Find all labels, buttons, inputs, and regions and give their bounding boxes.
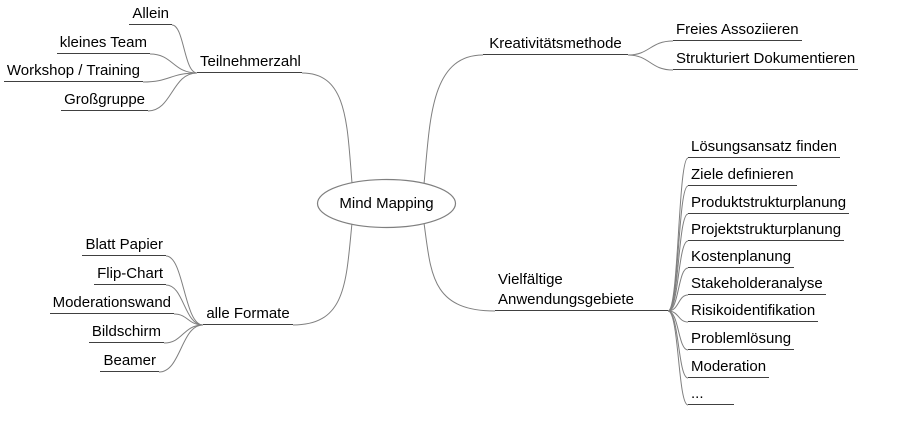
root-ellipse[interactable]: [316, 178, 457, 229]
node-problemloesung[interactable]: Problemlösung: [688, 329, 795, 350]
edge: [142, 72, 198, 83]
node-kostenplanung[interactable]: Kostenplanung: [688, 247, 795, 268]
edge-root-alle-formate: [292, 222, 353, 326]
edge: [667, 294, 689, 312]
node-ziele-definieren[interactable]: Ziele definieren: [688, 165, 797, 186]
node-beamer[interactable]: Beamer: [100, 351, 159, 372]
node-kreativitaetsmethode[interactable]: Kreativitätsmethode: [483, 34, 628, 55]
node-freies-assoziieren[interactable]: Freies Assoziieren: [673, 20, 802, 41]
edge: [667, 240, 689, 312]
edge: [667, 213, 689, 312]
node-kleines-team[interactable]: kleines Team: [56, 33, 150, 54]
node-blatt-papier[interactable]: Blatt Papier: [82, 235, 166, 256]
node-moderation[interactable]: Moderation: [688, 357, 770, 378]
edge: [627, 54, 674, 71]
node-produktstrukturplanung[interactable]: Produktstrukturplanung: [688, 193, 850, 214]
edge: [171, 24, 198, 74]
edge: [165, 284, 204, 326]
edge: [667, 310, 689, 406]
node-projektstrukturplanung[interactable]: Projektstrukturplanung: [688, 220, 845, 241]
edge: [667, 185, 689, 312]
node-allein[interactable]: Allein: [129, 4, 172, 25]
edge-root-kreativitaetsmethode: [423, 54, 484, 185]
edge-root-anwendungsgebiete: [423, 222, 496, 312]
node-grossgruppe[interactable]: Großgruppe: [61, 90, 148, 111]
node-loesungsansatz-finden[interactable]: Lösungsansatz finden: [688, 137, 840, 158]
node-ellipsis[interactable]: ...: [688, 384, 734, 405]
node-workshop-training[interactable]: Workshop / Training: [3, 61, 143, 82]
edge: [165, 255, 204, 326]
node-bildschirm[interactable]: Bildschirm: [88, 322, 164, 343]
node-moderationswand[interactable]: Moderationswand: [49, 293, 174, 314]
edge: [149, 53, 198, 74]
node-risikoidentifikation[interactable]: Risikoidentifikation: [688, 301, 819, 322]
node-strukturiert-dokumentieren[interactable]: Strukturiert Dokumentieren: [673, 49, 859, 70]
edge: [667, 267, 689, 312]
edge-root-teilnehmerzahl: [301, 72, 353, 184]
node-alle-formate[interactable]: alle Formate: [203, 304, 293, 325]
edge: [158, 324, 204, 373]
root-node[interactable]: Mind Mapping: [339, 195, 434, 212]
edge: [627, 40, 674, 56]
node-teilnehmerzahl[interactable]: Teilnehmerzahl: [197, 52, 302, 73]
edge: [147, 72, 198, 112]
edge: [667, 157, 689, 312]
node-vielfaeltige-anwendungsgebiete[interactable]: Vielfältige Anwendungsgebiete: [495, 270, 668, 311]
edge: [163, 324, 204, 344]
node-stakeholderanalyse[interactable]: Stakeholderanalyse: [688, 274, 826, 295]
node-flip-chart[interactable]: Flip-Chart: [94, 264, 166, 285]
